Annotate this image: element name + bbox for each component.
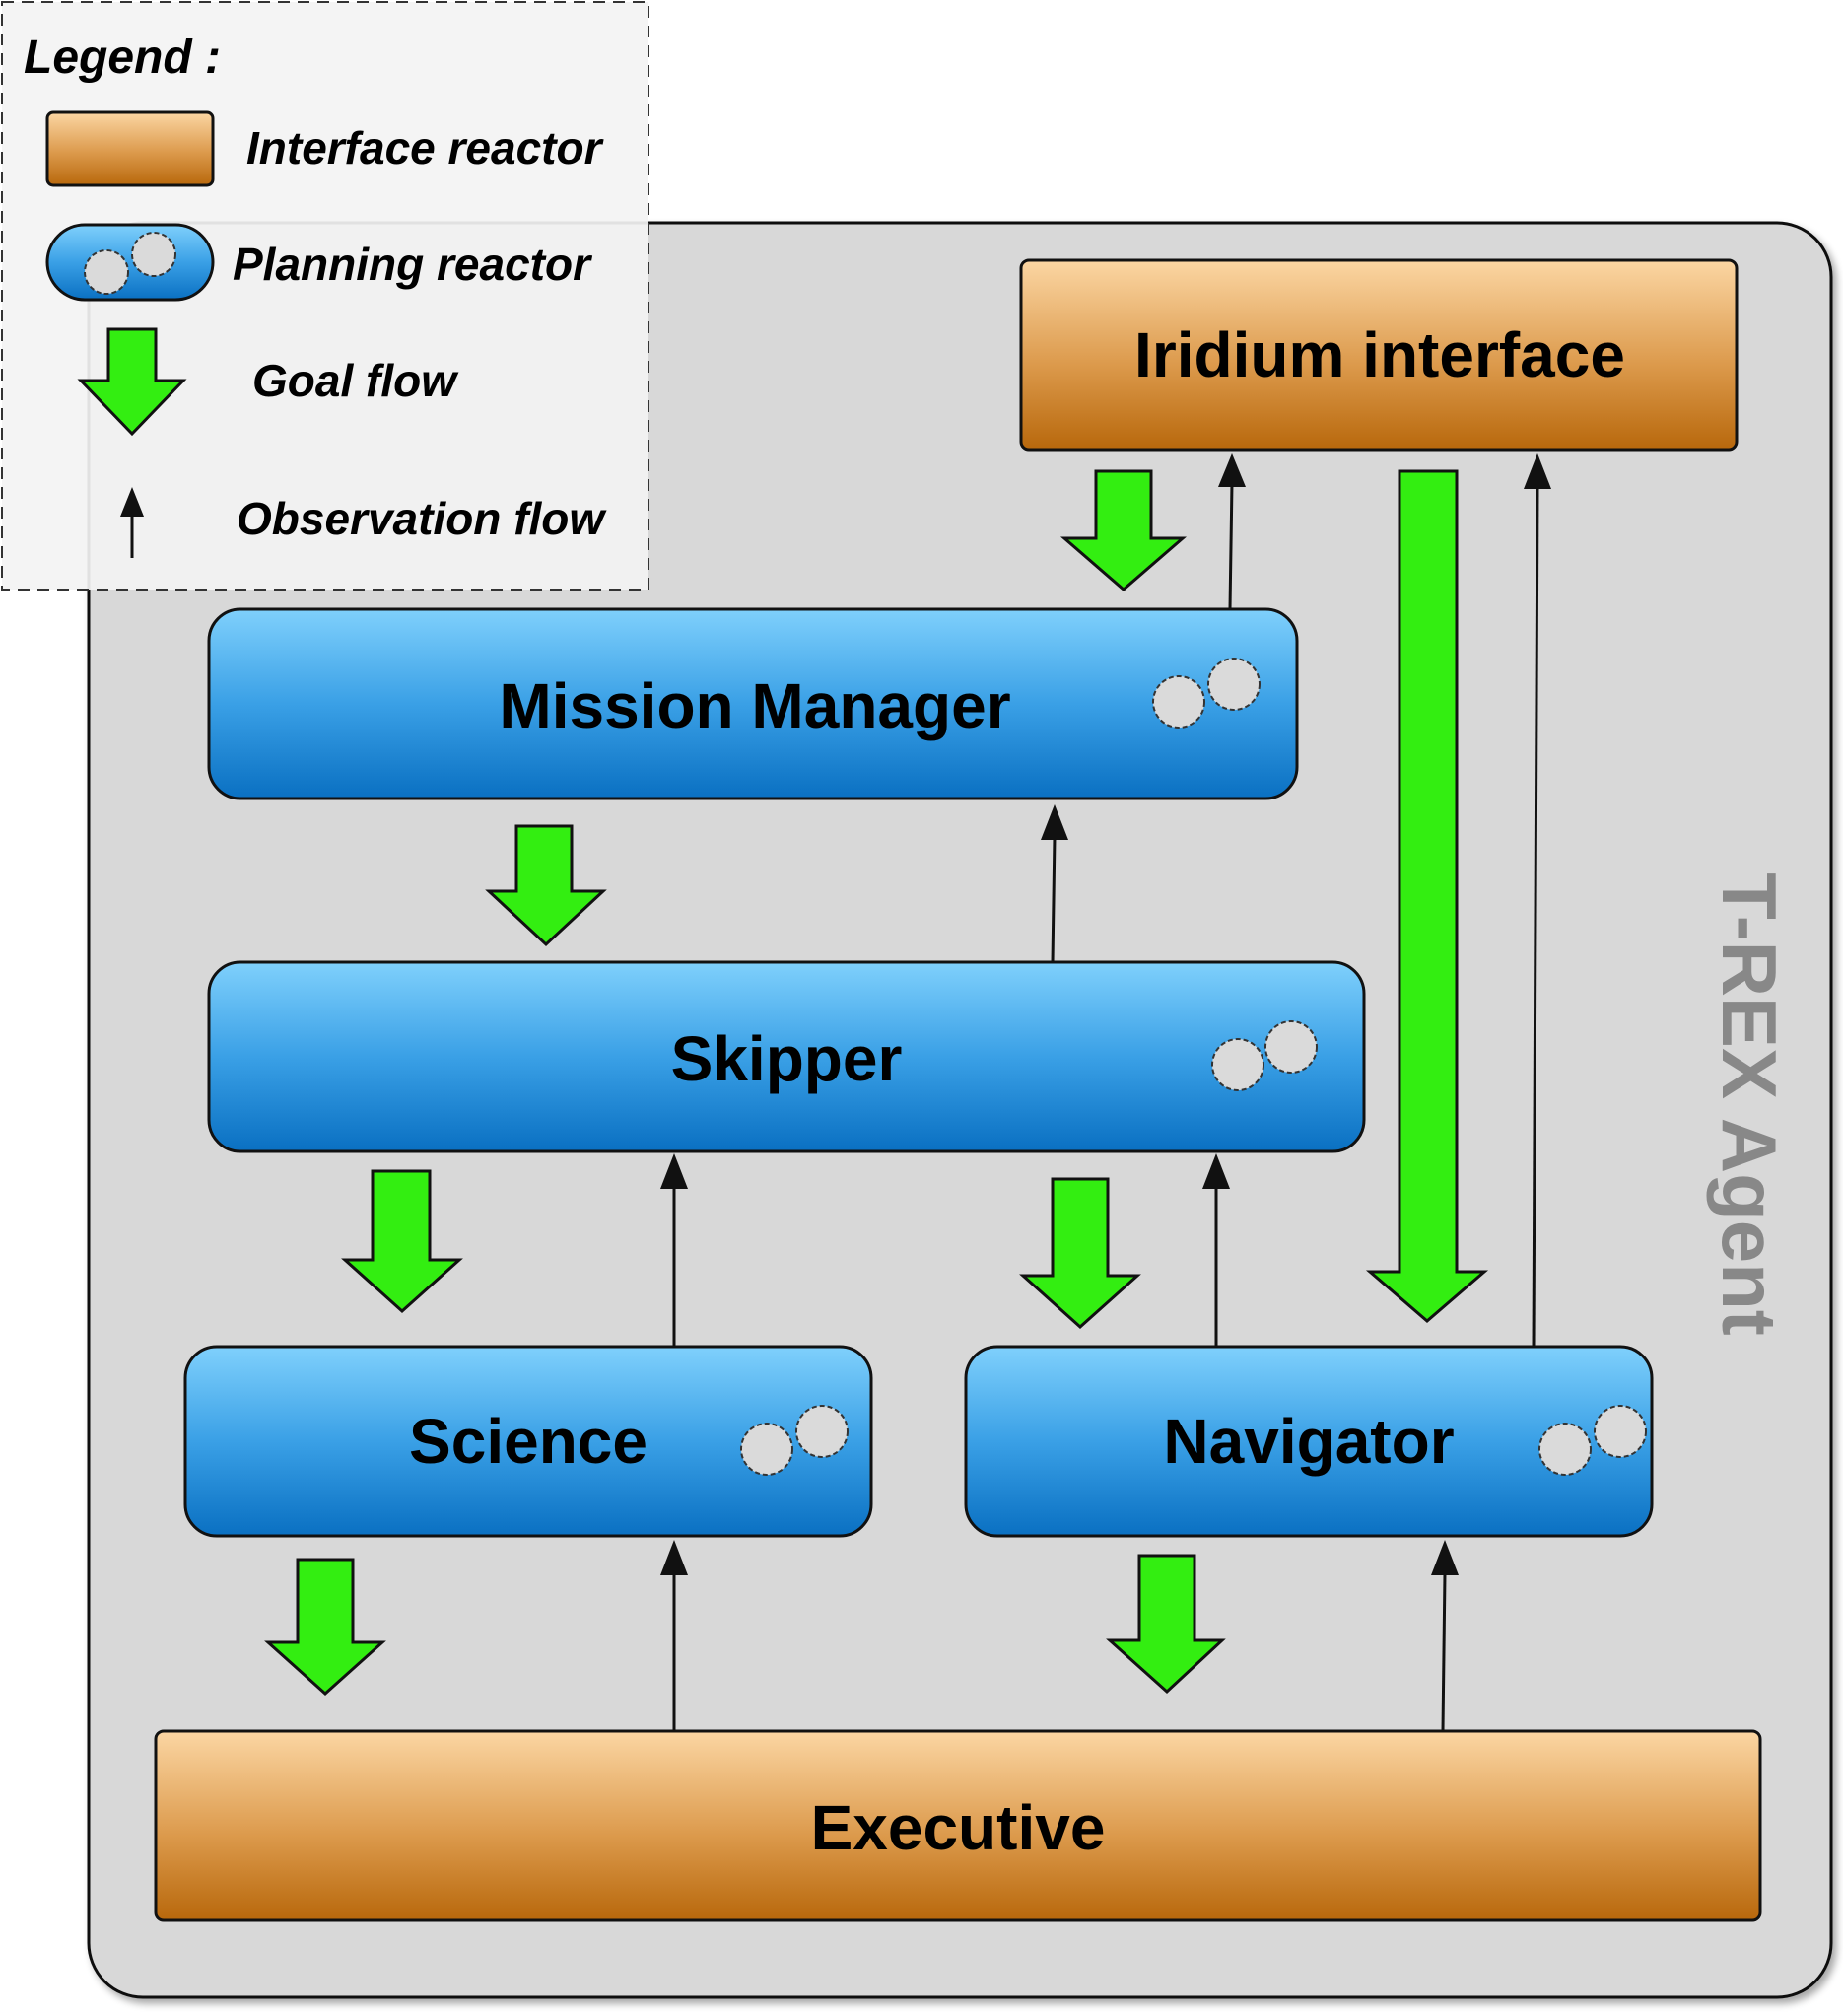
goal-flow-arrows [264, 469, 1489, 1697]
legend-goal-label: Goal flow [252, 355, 459, 406]
goal-arrow-mission-manager-to-skipper [485, 824, 607, 947]
goal-arrow-iridium-to-navigator [1365, 469, 1489, 1323]
mission-manager-reactor: Mission Manager [207, 607, 1299, 800]
legend: Legend : Interface reactor Planning reac… [1, 1, 649, 591]
legend-observation-arrow-icon [120, 487, 144, 558]
iridium-interface-reactor: Iridium interface [1019, 258, 1739, 452]
observation-arrow-skipper-to-mission-manager [1041, 804, 1068, 963]
executive-reactor: Executive [154, 1729, 1762, 1922]
agent-label: T-REX Agent [1706, 872, 1793, 1335]
navigator-reactor: Navigator [964, 1345, 1654, 1538]
skipper-label: Skipper [671, 1023, 903, 1094]
legend-planning-label: Planning reactor [233, 239, 592, 290]
science-label: Science [409, 1406, 648, 1477]
goal-arrow-skipper-to-science [341, 1169, 463, 1314]
observation-arrow-navigator-to-iridium [1524, 453, 1551, 1348]
goal-arrow-navigator-to-executive [1106, 1554, 1226, 1695]
legend-title: Legend : [24, 32, 221, 84]
gear-icon [1211, 1020, 1318, 1091]
observation-arrow-science-to-skipper [660, 1153, 688, 1347]
observation-arrow-executive-to-navigator [1431, 1540, 1459, 1732]
science-reactor: Science [183, 1345, 873, 1538]
gear-icon [740, 1405, 849, 1476]
gear-icon [1538, 1405, 1647, 1476]
observation-flow-arrows [660, 453, 1551, 1732]
gear-icon [1152, 658, 1261, 729]
goal-arrow-science-to-executive [264, 1558, 386, 1697]
legend-interface-swatch [45, 110, 215, 187]
skipper-reactor: Skipper [207, 960, 1366, 1153]
executive-label: Executive [811, 1792, 1106, 1863]
goal-arrow-iridium-to-mission-manager [1059, 469, 1188, 591]
iridium-interface-label: Iridium interface [1134, 319, 1625, 390]
legend-interface-label: Interface reactor [246, 122, 604, 174]
observation-arrow-navigator-to-skipper [1202, 1153, 1230, 1347]
navigator-label: Navigator [1163, 1406, 1454, 1477]
observation-arrow-mission-manager-to-iridium [1218, 453, 1246, 610]
legend-observation-label: Observation flow [237, 493, 607, 544]
legend-gear-icon [84, 232, 176, 295]
legend-goal-arrow-icon [77, 327, 187, 437]
mission-manager-label: Mission Manager [499, 670, 1010, 741]
observation-arrow-executive-to-science [660, 1540, 688, 1731]
legend-planning-swatch [45, 223, 215, 302]
goal-arrow-skipper-to-navigator [1019, 1177, 1141, 1330]
